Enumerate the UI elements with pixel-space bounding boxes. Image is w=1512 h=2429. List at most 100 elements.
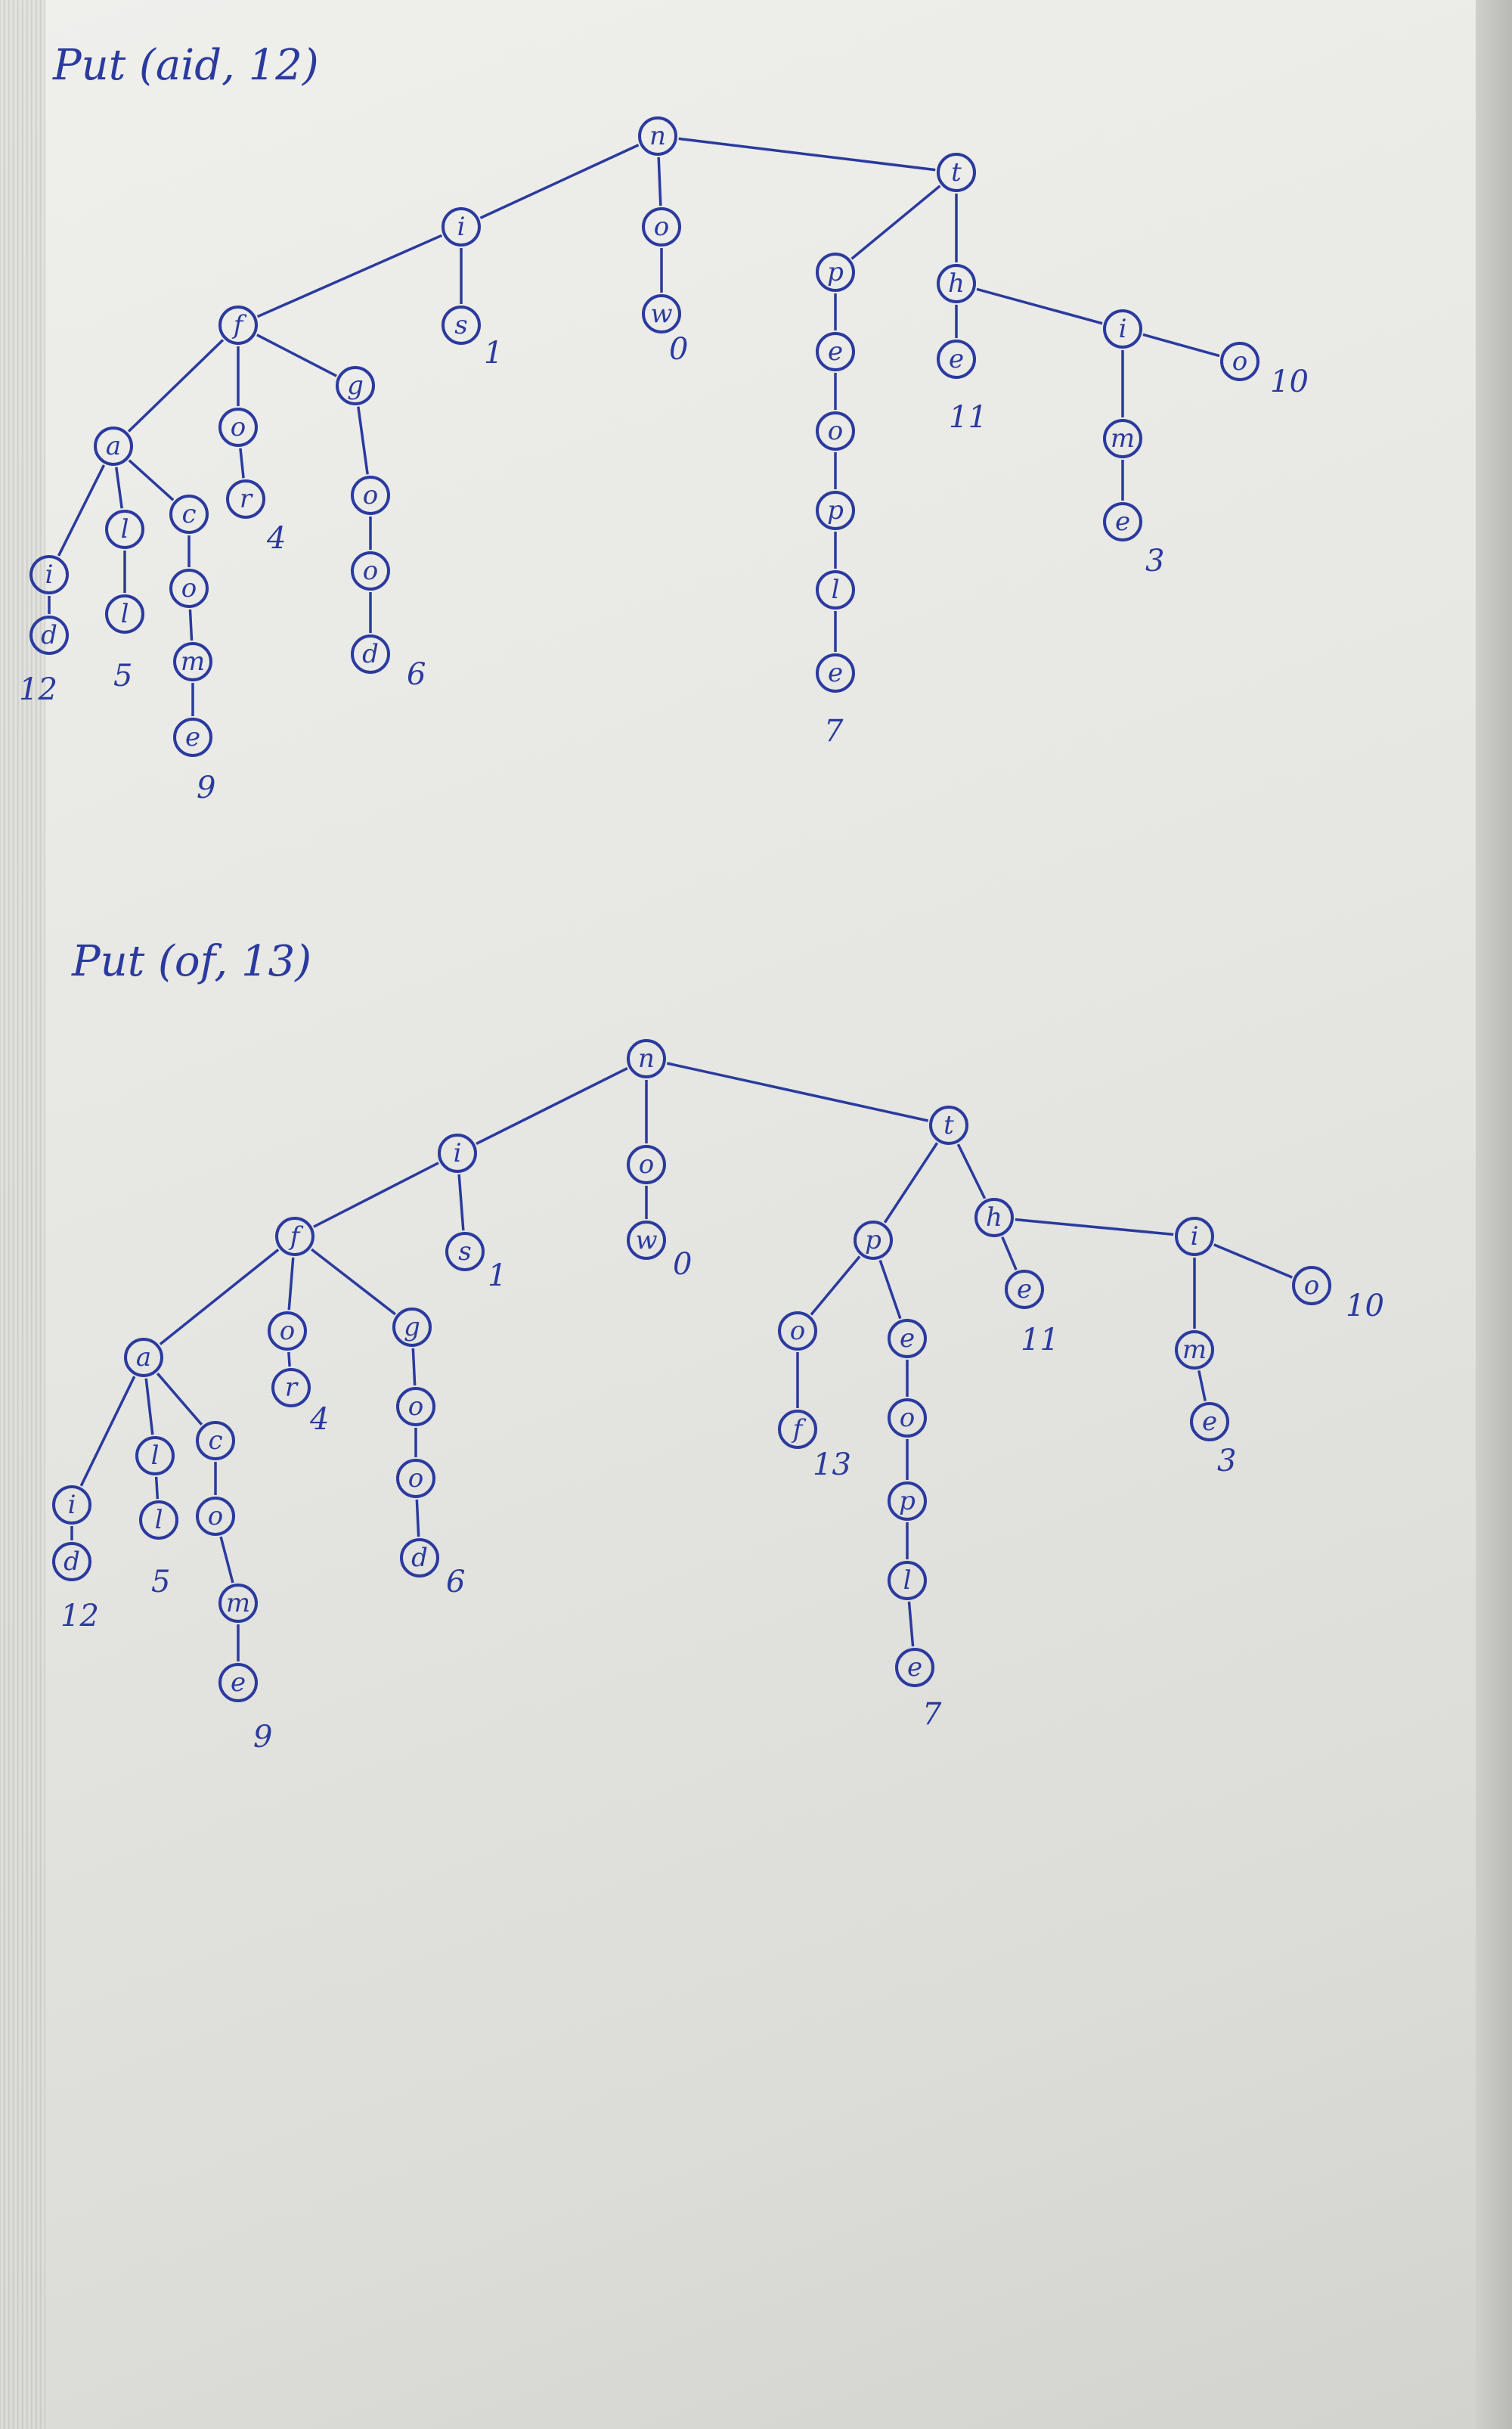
node-circle — [642, 294, 681, 333]
trie-edge-to — [1213, 1243, 1293, 1279]
trie-node-tpe: e — [888, 1319, 927, 1358]
node-value: 0 — [669, 332, 688, 367]
node-letter: m — [1182, 1335, 1207, 1365]
trie-node-fai: i — [29, 555, 69, 594]
trie-node-fo: o — [218, 408, 258, 447]
trie-edge-fal — [144, 1378, 154, 1435]
node-circle — [888, 1398, 927, 1438]
node-circle — [442, 207, 481, 247]
node-letter: m — [226, 1588, 250, 1618]
node-letter: i — [457, 212, 466, 242]
node-circle — [105, 510, 144, 549]
node-circle — [196, 1421, 235, 1460]
node-circle — [135, 1436, 175, 1475]
trie-node-goo: o — [396, 1459, 435, 1498]
node-value: 11 — [1021, 1323, 1059, 1357]
node-value: 10 — [1346, 1289, 1384, 1323]
trie-node-tp: p — [816, 253, 855, 292]
node-circle — [1103, 502, 1142, 541]
trie-edge-is — [457, 1174, 465, 1231]
node-circle — [816, 491, 855, 530]
node-letter: d — [362, 639, 379, 669]
node-letter: i — [68, 1490, 76, 1520]
node-circle — [400, 1538, 439, 1577]
node-letter: i — [454, 1138, 462, 1168]
node-letter: o — [231, 412, 246, 442]
node-circle — [218, 408, 258, 447]
node-letter: e — [907, 1652, 922, 1683]
trie-node-fcom: m — [218, 1584, 258, 1623]
trie-edge-g — [256, 333, 337, 377]
node-circle — [778, 1410, 817, 1449]
trie-edge-fa — [127, 339, 225, 433]
trie-node-is: s1 — [445, 1232, 507, 1293]
node-circle — [854, 1221, 893, 1260]
node-circle — [29, 555, 69, 594]
trie-edge-fai — [79, 1376, 136, 1487]
node-value: 5 — [151, 1565, 170, 1599]
trie-edge-fc — [128, 459, 175, 501]
node-circle — [105, 594, 144, 634]
trie-edge-fall — [154, 1476, 160, 1500]
trie-edge-f — [313, 1162, 439, 1228]
node-letter: e — [949, 344, 964, 374]
trie-node-to: o 10 — [1292, 1266, 1384, 1323]
trie-node-r: n — [627, 1039, 666, 1078]
trie-node-tim: m — [1175, 1330, 1214, 1370]
trie-node-tp: p — [854, 1221, 893, 1260]
node-circle — [396, 1459, 435, 1498]
trie-node-tpeop: p — [816, 491, 855, 530]
trie-2-title: Put (of, 13) — [71, 937, 311, 986]
node-value: 12 — [19, 672, 57, 707]
node-circle — [888, 1319, 927, 1358]
trie-edge-the — [1001, 1236, 1018, 1270]
trie-node-th: h — [937, 264, 976, 303]
node-letter: n — [649, 121, 666, 151]
node-value: 12 — [60, 1599, 99, 1633]
trie-node-tpo: o — [778, 1311, 817, 1351]
node-circle — [1175, 1217, 1214, 1256]
node-letter: t — [943, 1110, 954, 1140]
node-circle — [351, 551, 390, 591]
trie-edge-f — [256, 234, 443, 318]
node-letter: o — [1304, 1270, 1319, 1301]
trie-node-faid: d12 — [19, 616, 69, 707]
node-letter: f — [231, 310, 247, 340]
trie-2: nis1ow0tpof13eople7he11ime3o10faid12ll5c… — [52, 1039, 1384, 1754]
node-letter: i — [1119, 314, 1127, 344]
trie-node-r: n — [638, 116, 677, 156]
trie-edge-fal — [115, 467, 123, 509]
node-circle — [638, 116, 677, 156]
node-letter: d — [64, 1546, 80, 1577]
node-letter: c — [208, 1425, 222, 1456]
trie-node-the: e11 — [1005, 1270, 1059, 1357]
trie-node-tpeople: e7 — [895, 1648, 942, 1732]
node-letter: c — [181, 499, 196, 529]
node-value: 9 — [197, 771, 215, 805]
node-circle — [139, 1500, 178, 1540]
node-letter: h — [948, 268, 965, 299]
trie-edge-go — [411, 1348, 417, 1386]
node-letter: m — [181, 647, 205, 677]
node-letter: o — [408, 1391, 423, 1422]
node-letter: f — [791, 1414, 807, 1444]
node-circle — [169, 495, 209, 534]
node-letter: l — [121, 514, 129, 544]
trie-node-tpeop: p — [888, 1481, 927, 1521]
node-letter: o — [280, 1316, 295, 1346]
node-circle — [929, 1106, 968, 1145]
trie-edge-fo — [287, 1257, 295, 1311]
trie-node-is: s1 — [442, 306, 503, 371]
trie-node-t: t — [929, 1106, 968, 1145]
node-letter: l — [903, 1565, 912, 1596]
node-letter: g — [404, 1312, 420, 1342]
node-value: 9 — [253, 1720, 272, 1754]
trie-node-ti: i — [1175, 1217, 1214, 1256]
trie-node-fc: c — [169, 495, 209, 534]
node-value: 3 — [1217, 1444, 1236, 1478]
node-letter: d — [411, 1543, 428, 1573]
trie-node-tim: m — [1103, 419, 1142, 458]
node-value: 3 — [1145, 544, 1164, 579]
node-value: 0 — [673, 1247, 692, 1282]
